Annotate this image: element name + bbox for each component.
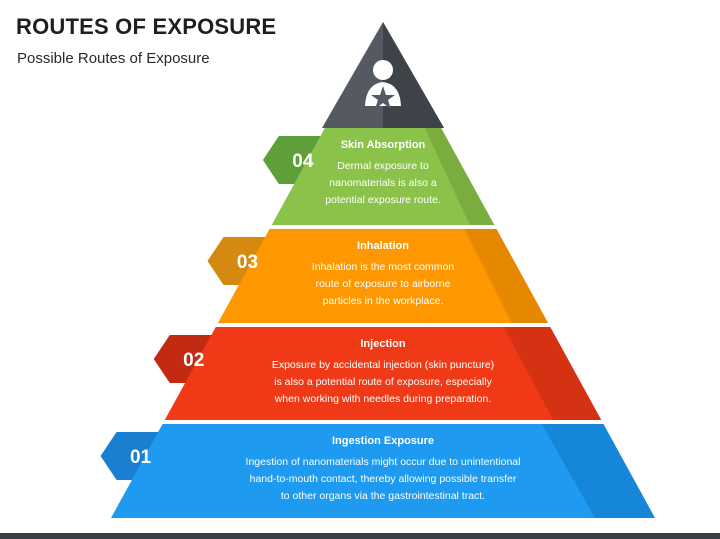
level-band-shade [541, 424, 655, 518]
level-description-line: Dermal exposure to [337, 160, 429, 172]
level-band [111, 424, 655, 518]
level-number: 04 [292, 151, 314, 172]
level-number: 01 [130, 447, 152, 468]
level-description-line: Ingestion of nanomaterials might occur d… [246, 456, 521, 468]
level-number: 02 [183, 350, 204, 371]
level-title: Injection [360, 338, 406, 350]
level-band-shade [503, 327, 602, 420]
page-subtitle: Possible Routes of Exposure [17, 50, 210, 67]
level-description-line: is also a potential route of exposure, e… [274, 376, 492, 388]
level-title: Ingestion Exposure [332, 435, 434, 447]
level-description-line: potential exposure route. [325, 194, 441, 206]
level-description-line: nanomaterials is also a [329, 177, 437, 189]
level-description-line: to other organs via the gastrointestinal… [281, 490, 485, 502]
person-hazard-icon [365, 60, 401, 109]
level-description-line: route of exposure to airborne [316, 278, 451, 290]
footer-bar [0, 533, 720, 539]
level-description-line: particles in the workplace. [323, 295, 444, 307]
level-band [217, 229, 549, 323]
pyramid-top-shade [383, 22, 444, 128]
level-description-line: when working with needles during prepara… [274, 393, 492, 405]
level-title: Inhalation [357, 240, 409, 252]
level-description-line: Exposure by accidental injection (skin p… [272, 359, 494, 371]
level-number: 03 [237, 252, 258, 273]
level-band-shade [424, 128, 495, 225]
level-band [164, 327, 602, 420]
page-title: ROUTES OF EXPOSURE [16, 14, 277, 39]
level-title: Skin Absorption [341, 139, 426, 151]
level-description-line: Inhalation is the most common [312, 261, 455, 273]
level-description-line: hand-to-mouth contact, thereby allowing … [250, 473, 517, 485]
level-band-shade [464, 229, 549, 323]
